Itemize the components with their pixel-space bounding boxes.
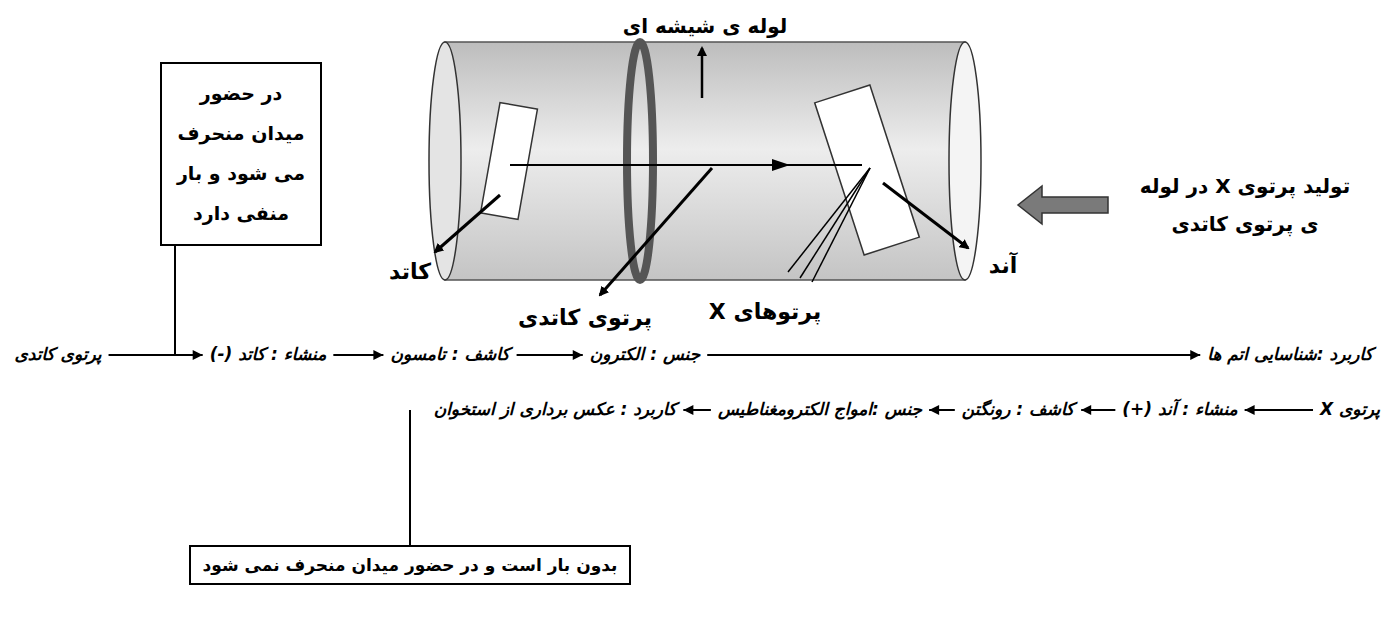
row-arrow	[109, 354, 203, 356]
arrowhead	[1245, 405, 1255, 415]
row-arrow	[707, 354, 1200, 356]
beam-arrowhead	[772, 159, 790, 171]
heading-note: تولید پرتوی X در لوله ی پرتوی کاتدی	[1130, 167, 1360, 243]
block-arrow	[1018, 186, 1108, 224]
leader-arrow	[883, 183, 968, 248]
row-cell: منشاء : آند (+)	[1122, 399, 1237, 420]
tube-ring	[627, 42, 653, 280]
box-leader	[174, 246, 176, 355]
part-label: لوله ی شیشه ای	[623, 14, 787, 39]
part-label: کاتد	[389, 258, 431, 286]
row-arrow	[1245, 409, 1313, 411]
text-box: در حضور میدان منحرف می شود و بار منفی دا…	[160, 62, 322, 246]
part-label: آند	[989, 252, 1018, 280]
arrowhead	[1190, 350, 1200, 360]
box-text: بدون بار است و در حضور میدان منحرف نمی ش…	[203, 555, 618, 575]
x-ray	[812, 168, 870, 282]
arrowhead	[1081, 405, 1091, 415]
arrowhead	[929, 405, 939, 415]
row-cell: کاشف : تامسون	[390, 344, 509, 365]
row-cell: کاشف : رونگتن	[962, 399, 1074, 420]
leader-arrow	[701, 48, 704, 98]
row-cell: منشاء : کاتد (-)	[210, 344, 327, 365]
glass-tube	[445, 42, 965, 280]
cathode-plate	[481, 103, 538, 220]
row-cell: کاربرد : عکس برداری از استخوان	[434, 399, 677, 420]
row-cell: پرتوی X	[1320, 399, 1380, 420]
row-cell: جنس :امواج الکترومغناطیس	[718, 399, 922, 420]
electron-beam	[510, 164, 862, 166]
arrowhead	[683, 405, 693, 415]
part-label: پرتوی کاتدی	[518, 304, 652, 332]
leader-arrow	[435, 195, 500, 252]
x-ray	[788, 168, 870, 272]
arrowhead	[573, 350, 583, 360]
leader-arrow	[600, 168, 712, 295]
box-leader	[409, 410, 411, 545]
box-text: در حضور میدان منحرف می شود و بار منفی دا…	[176, 74, 306, 234]
row-cell: پرتوی کاتدی	[14, 344, 101, 365]
part-label: پرتوهای X	[709, 298, 821, 326]
x-ray	[800, 168, 870, 278]
row-cell: کاربرد :شناسایی اتم ها	[1207, 344, 1373, 365]
row-cell: جنس : الکترون	[590, 344, 700, 365]
text-box: بدون بار است و در حضور میدان منحرف نمی ش…	[189, 545, 632, 585]
arrowhead	[193, 350, 203, 360]
arrowhead	[373, 350, 383, 360]
